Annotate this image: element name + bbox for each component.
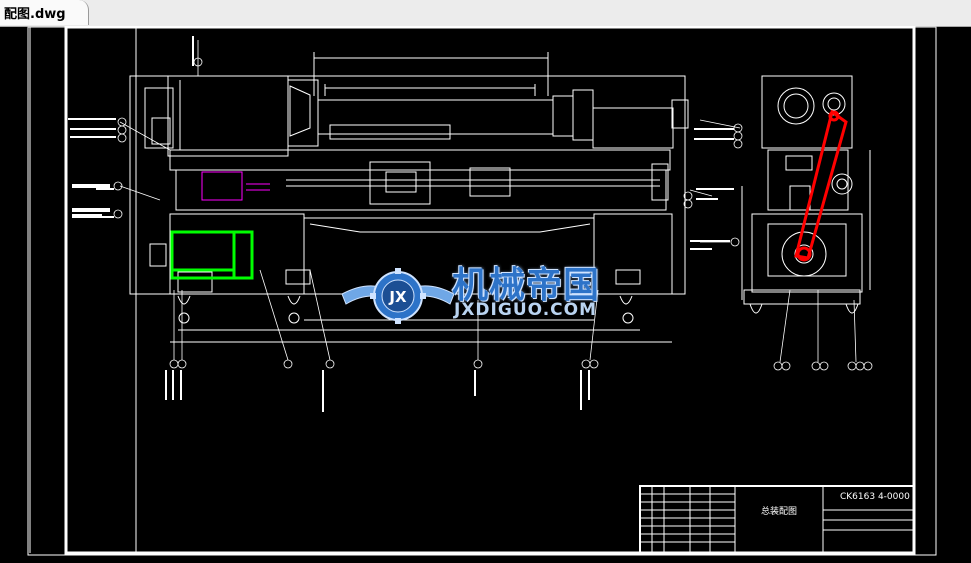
- left-callout-bars: [72, 184, 110, 218]
- motor-highlight: [170, 230, 254, 280]
- title-block-drawing-code: CK6163 4-0000: [840, 492, 910, 502]
- document-tab-label: 配图.dwg: [4, 7, 66, 22]
- title-block: [639, 485, 915, 555]
- end-view-leaders: [773, 289, 873, 371]
- document-tab[interactable]: 配图.dwg: [0, 0, 89, 25]
- lathe-end-view: [741, 75, 871, 314]
- tiny-labels: [68, 36, 734, 412]
- watermark-url: JXDIGUO.COM: [454, 300, 598, 320]
- inner-frame: [64, 26, 916, 555]
- belt-drive-highlight: [794, 109, 848, 262]
- cad-drawing: [27, 26, 937, 556]
- watermark-title: 机械帝国: [452, 265, 601, 306]
- drawing-canvas[interactable]: 总装配图 CK6163 4-0000 JX 机械帝国 JXDIGUO.COM: [0, 26, 971, 563]
- magenta-details: [201, 171, 270, 201]
- document-tab-bar: 配图.dwg: [0, 0, 971, 27]
- watermark-logo-text: JX: [388, 288, 407, 306]
- watermark-logo: JX 机械帝国 JXDIGUO.COM: [338, 254, 638, 344]
- leader-lines: [113, 40, 743, 369]
- gear-wings-icon: JX: [341, 268, 455, 324]
- title-block-drawing-title: 总装配图: [760, 507, 797, 517]
